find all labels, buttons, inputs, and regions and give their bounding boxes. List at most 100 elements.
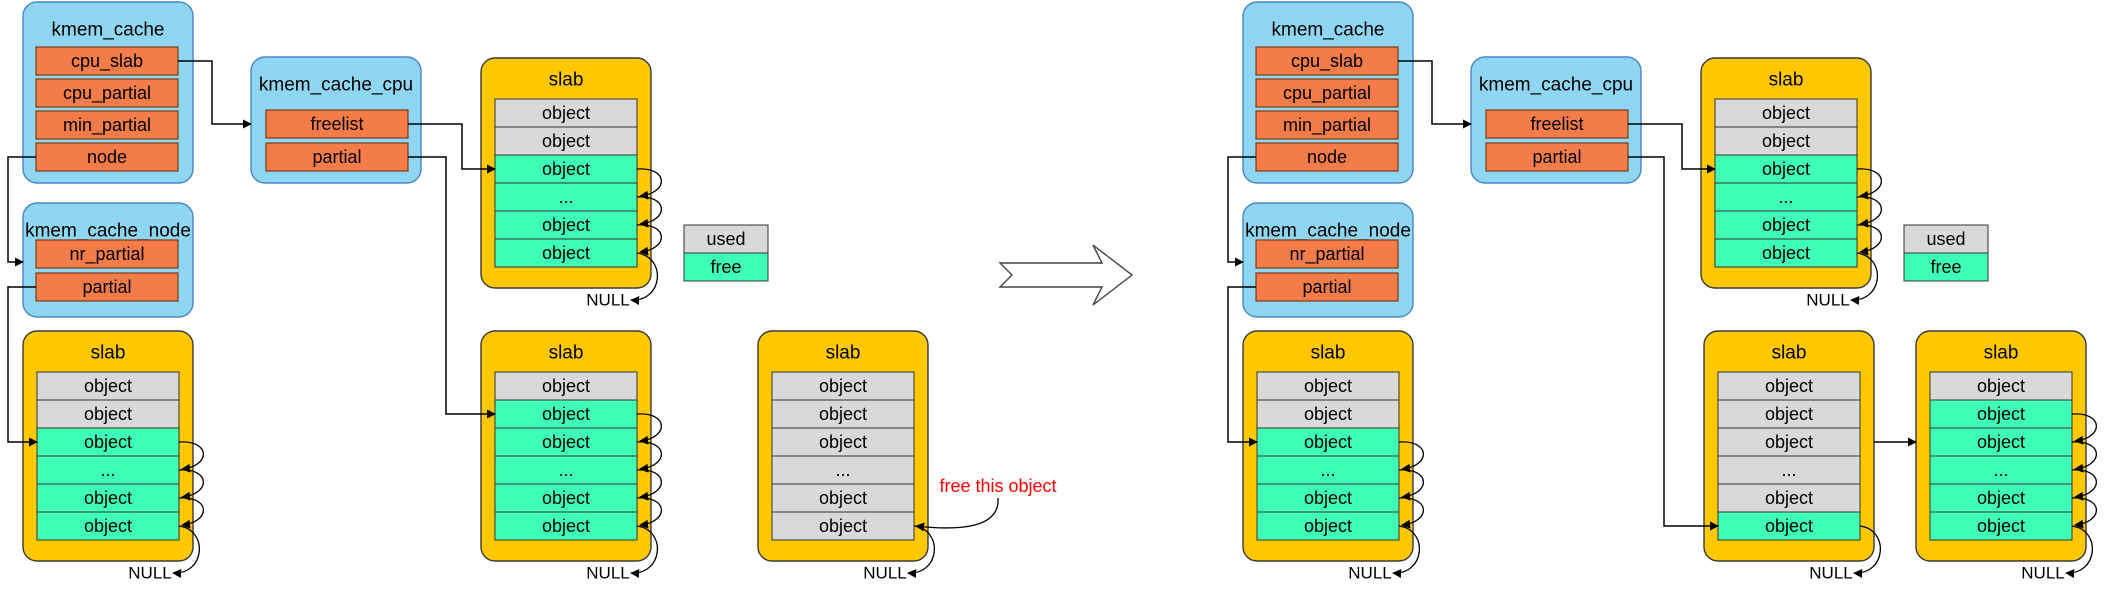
after-legend-used-swatch xyxy=(1903,224,1989,254)
after-cpu-partial-slab-1-cell-5-used xyxy=(1717,483,1861,513)
after-cpu-partial-slab-2-free-chain-3 xyxy=(2071,441,2098,473)
before-cpu-slab-free-chain-5 xyxy=(636,224,663,256)
after-kmem-cache-field-min-partial xyxy=(1255,110,1399,140)
before-kmem-cache: kmem_cachecpu_slabcpu_partialmin_partial… xyxy=(22,1,194,184)
before-cpu-partial-slab-free-chain-2 xyxy=(636,413,663,445)
after-cpu-partial-slab-1-cell-3-used xyxy=(1717,427,1861,457)
after-cpu-partial-slab-2-cell-2-label: object xyxy=(1977,404,2025,424)
after-cpu-partial-slab-2-title: slab xyxy=(1984,343,2019,364)
after-node-slab-null-pointer xyxy=(1392,525,1421,578)
before-kmem-cache-field-min-partial xyxy=(35,110,179,140)
before-standalone-slab-cell-5-label: object xyxy=(819,488,867,508)
before-node-slab-title: slab xyxy=(91,343,126,364)
before-cpu-partial-slab-cell-2-label: object xyxy=(542,404,590,424)
boxes-layer: kmem_cache cpu_slab cpu_partial min_partial… xyxy=(22,1,2087,583)
before-ptr-node-partial xyxy=(7,286,38,447)
after-kmem-cache-field-cpu-slab xyxy=(1255,46,1399,76)
before-standalone-slab-cell-2-used xyxy=(771,399,915,429)
after-kmem-cache-title: kmem_cache xyxy=(1272,20,1385,41)
before-cpu-partial-slab-cell-1-used xyxy=(494,371,638,401)
before-kmem-cache-cpu-title: kmem_cache_cpu xyxy=(259,75,413,96)
after-node-slab-cell-1-used xyxy=(1256,371,1400,401)
after-cpu-slab-title: slab xyxy=(1769,70,1804,91)
after-node-slab-free-chain-4 xyxy=(1398,469,1425,501)
before-cpu-slab-cell-1-label: object xyxy=(542,103,590,123)
before-cpu-slab-cell-4-label: ... xyxy=(558,187,573,207)
before-standalone-slab-null-label: NULL xyxy=(863,564,906,583)
after-cpu-partial-slab-1-cell-4-label: ... xyxy=(1781,460,1796,480)
after-kmem-cache-cpu-field-freelist-label: freelist xyxy=(1530,114,1583,134)
after-cpu-slab-cell-4-label: ... xyxy=(1778,187,1793,207)
before-node-slab-free-chain-3 xyxy=(178,441,205,473)
before-cpu-partial-slab-cell-1-label: object xyxy=(542,376,590,396)
before-cpu-partial-slab-cell-5-label: object xyxy=(542,488,590,508)
before-cpu-slab-cell-1-used xyxy=(494,98,638,128)
before-cpu-slab-null-label: NULL xyxy=(586,291,629,310)
after-node-slab-title: slab xyxy=(1311,343,1346,364)
after-node-slab-cell-6-free xyxy=(1256,511,1400,541)
before-standalone-slab-cell-5-used xyxy=(771,483,915,513)
after-ptr-node xyxy=(1227,156,1256,267)
before-cpu-partial-slab-null-pointer xyxy=(630,525,659,578)
before-legend-free-swatch xyxy=(683,252,769,282)
before-kmem-cache-cpu-field-freelist xyxy=(265,109,409,139)
before-kmem-cache-field-cpu-partial xyxy=(35,78,179,108)
after-cpu-partial-slab-2-null-pointer xyxy=(2065,525,2094,578)
after-kmem-cache-field-node-label: node xyxy=(1307,147,1347,167)
pointer-layer xyxy=(7,60,1917,532)
after-kmem-cache-field-cpu-slab-label: cpu_slab xyxy=(1291,51,1363,72)
after-cpu-slab-cell-5-free xyxy=(1714,210,1858,240)
after-cpu-slab-cell-1-label: object xyxy=(1762,103,1810,123)
after-cpu-partial-slab-2-cell-1-used xyxy=(1929,371,2073,401)
after-cpu-slab-cell-3-label: object xyxy=(1762,159,1810,179)
before-kmem-cache-node-field-nr-partial-label: nr_partial xyxy=(69,244,144,265)
after-cpu-partial-slab-1-cell-3-label: object xyxy=(1765,432,1813,452)
after-cpu-partial-slab-1-cell-5-label: object xyxy=(1765,488,1813,508)
after-cpu-partial-slab-2-null-label: NULL xyxy=(2021,564,2064,583)
after-cpu-slab-null-pointer xyxy=(1850,252,1879,305)
after-kmem-cache-node-field-partial-label: partial xyxy=(1302,277,1351,297)
before-cpu-slab-free-chain-3 xyxy=(636,168,663,200)
before-cpu-partial-slab-free-chain-5 xyxy=(636,497,663,529)
before-standalone-slab-cell-4-used xyxy=(771,455,915,485)
after-cpu-slab-free-chain-5 xyxy=(1856,224,1883,256)
after-ptr-freelist xyxy=(1628,123,1716,174)
before-node-slab-cell-2-label: object xyxy=(84,404,132,424)
before-kmem-cache-title: kmem_cache xyxy=(52,20,165,41)
after-cpu-partial-slab-2-cell-5-free xyxy=(1929,483,2073,513)
after-kmem-cache-field-cpu-partial xyxy=(1255,78,1399,108)
after-kmem-cache-cpu-title: kmem_cache_cpu xyxy=(1479,75,1633,96)
after-cpu-partial-slab-1-null-pointer xyxy=(1853,525,1882,578)
after-kmem-cache-field-cpu-partial-label: cpu_partial xyxy=(1283,83,1371,104)
after-kmem-cache-node-field-nr-partial xyxy=(1255,239,1399,269)
before-kmem-cache-field-cpu-slab xyxy=(35,46,179,76)
before-node-slab-cell-5-label: object xyxy=(84,488,132,508)
after-cpu-slab-cell-6-label: object xyxy=(1762,243,1810,263)
before-cpu-slab-cell-2-used xyxy=(494,126,638,156)
before-kmem-cache-node-field-partial xyxy=(35,272,179,302)
after-kmem-cache-cpu-field-partial-label: partial xyxy=(1532,147,1581,167)
before-node-slab-null-pointer xyxy=(172,525,201,578)
before-node-slab-cell-6-free xyxy=(36,511,180,541)
after-cpu-slab-cell-4-free xyxy=(1714,182,1858,212)
after-cpu-partial-slab-1-null-label: NULL xyxy=(1809,564,1852,583)
after-node-slab-cell-4-label: ... xyxy=(1320,460,1335,480)
after-cpu-partial-slab-2-cell-2-free xyxy=(1929,399,2073,429)
after-cpu-slab-cell-2-label: object xyxy=(1762,131,1810,151)
before-ptr-node xyxy=(7,156,36,267)
before-free-this-object-label: free this object xyxy=(939,476,1056,496)
after-legend-free-swatch xyxy=(1903,252,1989,282)
before-kmem-cache-field-min-partial-label: min_partial xyxy=(63,115,151,136)
after-cpu-partial-slab-1-title: slab xyxy=(1772,343,1807,364)
before-standalone-slab-cell-2-label: object xyxy=(819,404,867,424)
after-cpu-partial-slab-1-cell-6-label: object xyxy=(1765,516,1813,536)
